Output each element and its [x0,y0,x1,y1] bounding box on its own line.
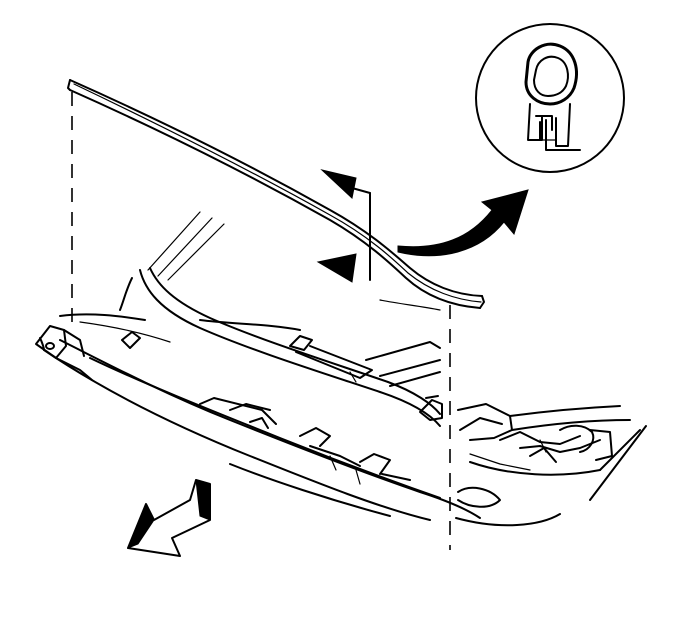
vehicle-front-arrow [127,479,211,557]
cowl-panel [39,267,481,521]
fender-apron [455,403,647,527]
hood-hinge-bracket [35,325,93,381]
detail-callout-arrow [397,189,529,257]
install-direction-arrow-lower [316,253,357,283]
install-direction-arrow [320,169,371,281]
alignment-lines [71,92,451,550]
cowl-weatherstrip [67,79,485,309]
windshield-edge [147,211,225,281]
weatherstrip-cross-section-detail [475,23,625,173]
